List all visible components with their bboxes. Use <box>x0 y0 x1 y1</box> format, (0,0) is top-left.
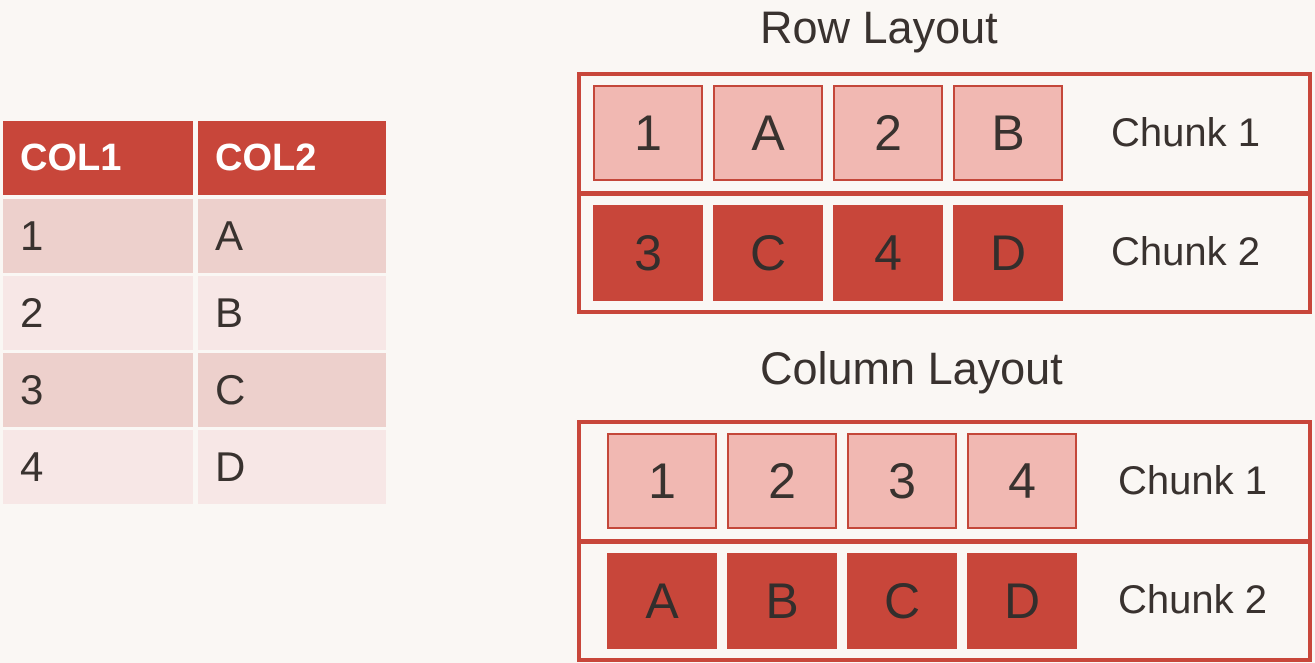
data-cell: 1 <box>593 85 703 182</box>
source-table-header-col2: COL2 <box>198 121 386 195</box>
data-cell: D <box>967 552 1077 649</box>
chunk-cells: 1 2 3 4 <box>581 433 1077 530</box>
table-cell: B <box>198 276 386 350</box>
chunk-cells: 1 A 2 B <box>581 85 1063 182</box>
table-cell: 1 <box>3 199 193 273</box>
table-row: 3 C <box>3 353 386 427</box>
column-layout-chunk2-row: A B C D Chunk 2 <box>581 544 1308 659</box>
row-layout-chunk1-row: 1 A 2 B Chunk 1 <box>581 76 1308 191</box>
table-cell: 4 <box>3 430 193 504</box>
data-cell: A <box>713 85 823 182</box>
row-layout-box: 1 A 2 B Chunk 1 3 C 4 D Chunk 2 <box>577 72 1312 314</box>
table-row: 4 D <box>3 430 386 504</box>
row-layout-title: Row Layout <box>760 2 998 53</box>
column-layout-chunk1-row: 1 2 3 4 Chunk 1 <box>581 424 1308 539</box>
chunk-label: Chunk 1 <box>1111 110 1260 155</box>
data-cell: 4 <box>967 433 1077 530</box>
data-cell: B <box>727 552 837 649</box>
data-cell: C <box>713 204 823 301</box>
row-layout-chunk2-row: 3 C 4 D Chunk 2 <box>581 196 1308 311</box>
source-table: COL1 COL2 1 A 2 B 3 C 4 D <box>3 121 386 504</box>
data-cell: A <box>607 552 717 649</box>
table-cell: D <box>198 430 386 504</box>
chunk-cells: 3 C 4 D <box>581 204 1063 301</box>
data-cell: 4 <box>833 204 943 301</box>
table-cell: 3 <box>3 353 193 427</box>
table-cell: A <box>198 199 386 273</box>
source-table-header-col1: COL1 <box>3 121 193 195</box>
chunk-label: Chunk 2 <box>1118 578 1267 623</box>
data-cell: 2 <box>727 433 837 530</box>
column-layout-box: 1 2 3 4 Chunk 1 A B C D Chunk 2 <box>577 420 1312 662</box>
chunk-cells: A B C D <box>581 552 1077 649</box>
column-layout-title: Column Layout <box>760 343 1063 394</box>
table-row: 2 B <box>3 276 386 350</box>
data-cell: C <box>847 552 957 649</box>
table-cell: C <box>198 353 386 427</box>
table-cell: 2 <box>3 276 193 350</box>
table-row: 1 A <box>3 199 386 273</box>
source-table-header-row: COL1 COL2 <box>3 121 386 195</box>
chunk-divider <box>581 538 1308 544</box>
data-cell: 3 <box>593 204 703 301</box>
data-cell: 2 <box>833 85 943 182</box>
data-cell: 1 <box>607 433 717 530</box>
data-cell: B <box>953 85 1063 182</box>
chunk-divider <box>581 190 1308 196</box>
chunk-label: Chunk 1 <box>1118 458 1267 503</box>
data-cell: D <box>953 204 1063 301</box>
chunk-label: Chunk 2 <box>1111 230 1260 275</box>
data-cell: 3 <box>847 433 957 530</box>
